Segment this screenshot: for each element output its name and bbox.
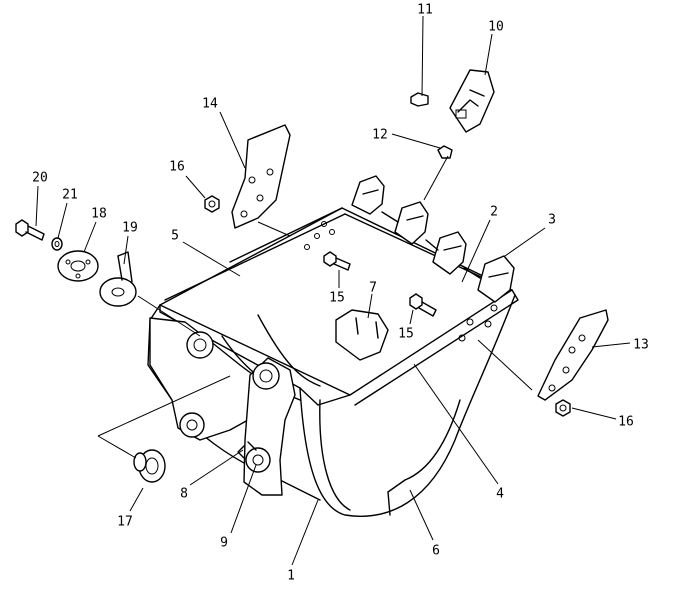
callout-number-c1: 1 bbox=[287, 569, 295, 584]
callout-number-c17: 17 bbox=[117, 515, 133, 530]
callout-number-c2: 2 bbox=[490, 205, 498, 220]
leader-line-c17 bbox=[129, 487, 144, 512]
bushing-guide-lines bbox=[97, 375, 231, 459]
leader-line-c2 bbox=[461, 219, 491, 283]
lock-pin bbox=[410, 92, 429, 107]
callout-number-c11: 11 bbox=[417, 3, 433, 18]
callout-number-c16a: 16 bbox=[169, 160, 185, 175]
washer bbox=[51, 237, 63, 251]
leader-line-c9 bbox=[230, 464, 257, 534]
wear-plate bbox=[335, 309, 389, 361]
callout-number-c18: 18 bbox=[91, 207, 107, 222]
callout-number-c5: 5 bbox=[171, 229, 179, 244]
leader-line-c7 bbox=[367, 293, 373, 319]
flange-collar bbox=[57, 250, 99, 282]
leader-line-c8 bbox=[189, 449, 244, 486]
tooth-adapters bbox=[351, 175, 515, 303]
leader-line-c19 bbox=[123, 235, 129, 265]
bolt-upper bbox=[323, 251, 351, 271]
callout-number-c15b: 15 bbox=[398, 327, 414, 342]
callout-number-c4: 4 bbox=[496, 487, 504, 502]
leader-line-c21 bbox=[57, 202, 68, 239]
leader-line-c3 bbox=[504, 227, 546, 257]
leader-line-c1 bbox=[291, 499, 319, 566]
tooth-guide-line bbox=[423, 155, 449, 201]
leader-line-c12 bbox=[391, 133, 441, 149]
callout-number-c16b: 16 bbox=[618, 415, 634, 430]
tooth-point bbox=[449, 69, 495, 133]
leader-line-c10 bbox=[484, 33, 493, 76]
callout-number-c6: 6 bbox=[432, 544, 440, 559]
leader-line-c20 bbox=[35, 185, 39, 227]
side-shroud-left bbox=[231, 124, 291, 229]
callout-number-c14: 14 bbox=[202, 97, 218, 112]
leader-line-c14 bbox=[219, 111, 246, 169]
nut-left bbox=[204, 195, 220, 213]
leader-line-c5 bbox=[182, 241, 241, 277]
callout-number-c10: 10 bbox=[488, 20, 504, 35]
callout-number-c13: 13 bbox=[633, 338, 649, 353]
callout-number-c20: 20 bbox=[32, 171, 48, 186]
callout-number-c15a: 15 bbox=[329, 291, 345, 306]
leader-line-c6 bbox=[409, 489, 434, 541]
shim-plate bbox=[99, 251, 137, 307]
callout-number-c21: 21 bbox=[62, 188, 78, 203]
leader-line-c4 bbox=[413, 363, 499, 485]
leader-line-c16b bbox=[571, 407, 617, 420]
shim-guide-line bbox=[137, 295, 201, 337]
callout-number-c3: 3 bbox=[548, 213, 556, 228]
shroud14-guide-line bbox=[257, 221, 291, 237]
side-shroud-right bbox=[537, 309, 609, 401]
callout-number-c19: 19 bbox=[122, 221, 138, 236]
hex-bolt bbox=[15, 219, 45, 241]
leader-line-c15b bbox=[409, 309, 414, 325]
leader-line-c13 bbox=[591, 342, 631, 348]
bushing bbox=[133, 449, 166, 483]
callout-number-c9: 9 bbox=[220, 536, 228, 551]
bolt-lower bbox=[409, 293, 437, 317]
shroud-guide-line bbox=[477, 339, 533, 391]
nut-right bbox=[555, 399, 571, 417]
leader-line-c16a bbox=[185, 175, 206, 199]
boss-bracket-assembly bbox=[149, 317, 296, 496]
callout-number-c8: 8 bbox=[180, 487, 188, 502]
callout-number-c7: 7 bbox=[369, 281, 377, 296]
leader-line-c11 bbox=[421, 15, 424, 97]
callout-number-c12: 12 bbox=[372, 128, 388, 143]
tooth-pin bbox=[437, 145, 453, 159]
leader-line-c18 bbox=[83, 221, 97, 253]
